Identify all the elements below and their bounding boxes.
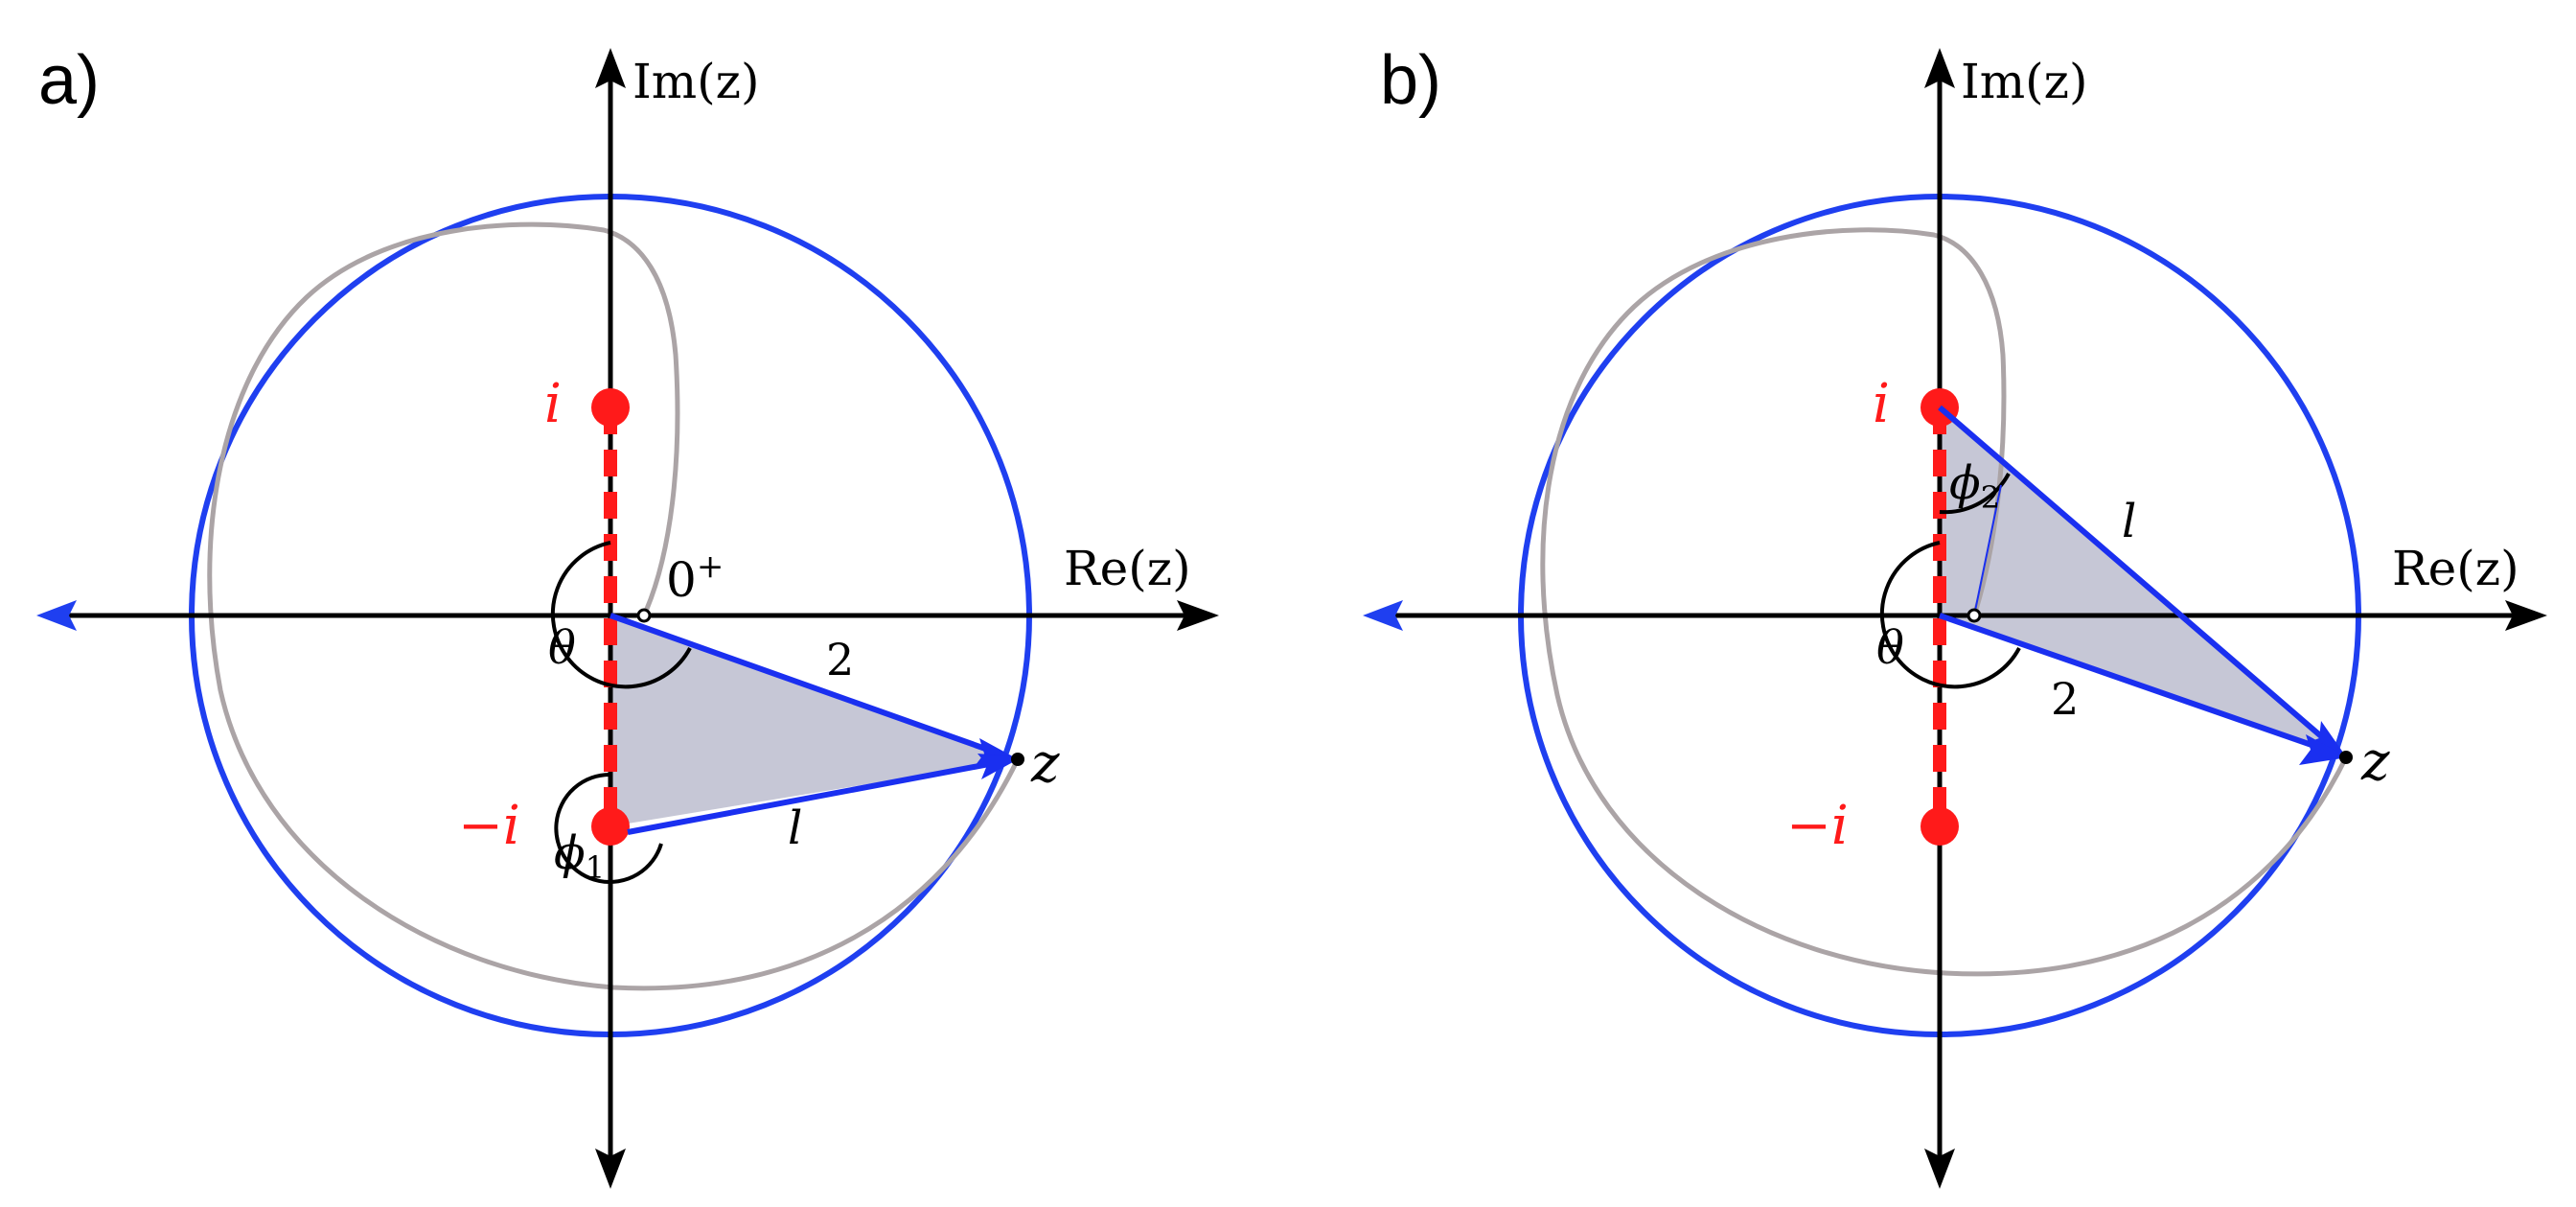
vector-2 [609,613,1006,758]
point-neg-i-label: −i [1786,795,1849,857]
point-i-label: i [544,373,562,435]
re-axis-arrowhead-left [36,600,77,631]
branch-point-i [591,388,630,427]
theta-arc [1879,541,2021,689]
vector-2 [1939,613,2332,754]
point-i-label: i [1873,373,1890,435]
theta-label: θ [548,621,576,675]
phi-label: ϕ1 [554,826,605,886]
vector-l-arrowhead [2304,721,2348,759]
integration-contour [1540,227,2349,977]
im-axis-label: Im(z) [632,54,760,109]
point-z [2339,751,2353,764]
point-z [1011,753,1024,766]
theta-arc [550,541,692,689]
im-axis-arrowhead-bottom [595,1149,626,1189]
length-l-label: l [2122,495,2136,548]
re-axis-arrowhead-left [1363,600,1403,631]
im-axis-arrowhead-bottom [1924,1149,1955,1189]
panel-b: b) Im(z) Re(z) [1363,42,2547,1189]
contour-link [1973,484,2002,616]
re-axis-arrowhead-right [2505,600,2547,631]
length-2-label: 2 [826,634,854,685]
panel-a: a) Im(z) Re(z) i −i [36,42,1219,1189]
re-axis-label: Re(z) [2392,541,2519,596]
point-z-label: z [2360,731,2390,793]
panel-b-label: b) [1380,42,1441,119]
point-zero-plus [636,608,652,623]
length-l-label: l [788,801,802,855]
zero-plus-label: 0+ [666,547,724,608]
branch-point-neg-i [591,807,630,846]
vector-l [627,758,1005,835]
phi-label: ϕ2 [1949,456,2000,516]
im-axis-arrowhead-top [1924,48,1955,88]
point-neg-i-label: −i [458,795,520,857]
re-axis-arrowhead-right [1177,600,1219,631]
im-axis-label: Im(z) [1961,54,2088,109]
vector-l-arrowhead [978,754,1022,779]
phi-arc [1939,473,2011,515]
point-z-label: z [1030,732,1060,795]
re-axis-label: Re(z) [1064,541,1191,596]
panel-a-label: a) [38,42,100,119]
phi-arc [554,772,663,884]
vector-l [1938,405,2336,751]
im-axis-arrowhead-top [595,48,626,88]
point-zero-plus [1966,608,1982,623]
branch-point-neg-i [1920,807,1959,846]
length-2-label: 2 [2051,673,2079,725]
integration-contour [207,221,1021,991]
theta-label: θ [1876,621,1904,675]
shaded-triangle [610,615,1018,826]
vector-2-arrowhead [2299,734,2348,765]
